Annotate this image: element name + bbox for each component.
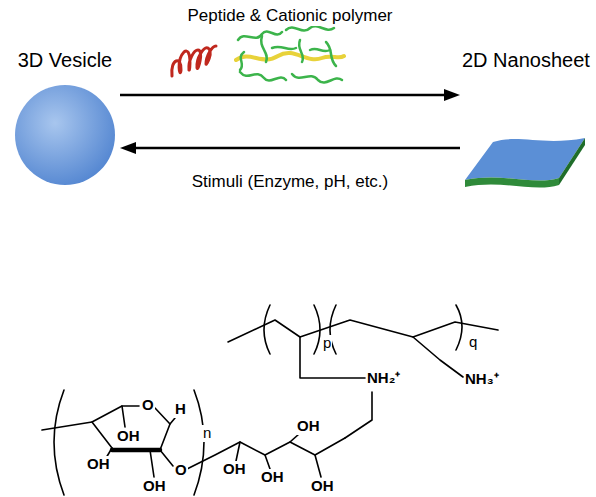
arrow-label: Peptide & Cationic polymer — [185, 6, 394, 26]
peptide-helix — [172, 46, 216, 76]
atom-label: OH — [296, 418, 321, 435]
vesicle-sphere — [12, 82, 118, 188]
atom-label: q — [468, 334, 478, 351]
node-heading: 3D Vesicle — [18, 48, 113, 72]
nanosheet-shape — [463, 134, 588, 192]
cationic-polymer — [236, 26, 344, 82]
atom-label: OH — [310, 478, 335, 495]
reaction-arrow — [120, 142, 460, 154]
nanosheet-node: 2D Nanosheet — [462, 48, 590, 192]
atom-label: OH — [222, 461, 247, 478]
vesicle-node: 3D Vesicle — [12, 48, 118, 188]
atom-label: OH — [260, 469, 285, 486]
atom-label: O — [141, 397, 155, 414]
atom-label: OH — [86, 456, 111, 473]
atom-label: O — [174, 462, 188, 479]
atom-label: OH — [142, 478, 167, 495]
atom-label: H — [174, 401, 187, 418]
atom-label: p — [322, 335, 332, 352]
reaction-arrow — [120, 89, 460, 101]
node-heading: 2D Nanosheet — [462, 48, 590, 72]
atom-label: n — [202, 425, 212, 442]
arrow-label: Stimuli (Enzyme, pH, etc.) — [190, 172, 391, 192]
atom-label: NH₂⁺ — [366, 370, 401, 387]
atom-label: OH — [116, 428, 141, 445]
chemical-structure — [42, 305, 498, 495]
atom-label: NH₃⁺ — [464, 371, 500, 388]
